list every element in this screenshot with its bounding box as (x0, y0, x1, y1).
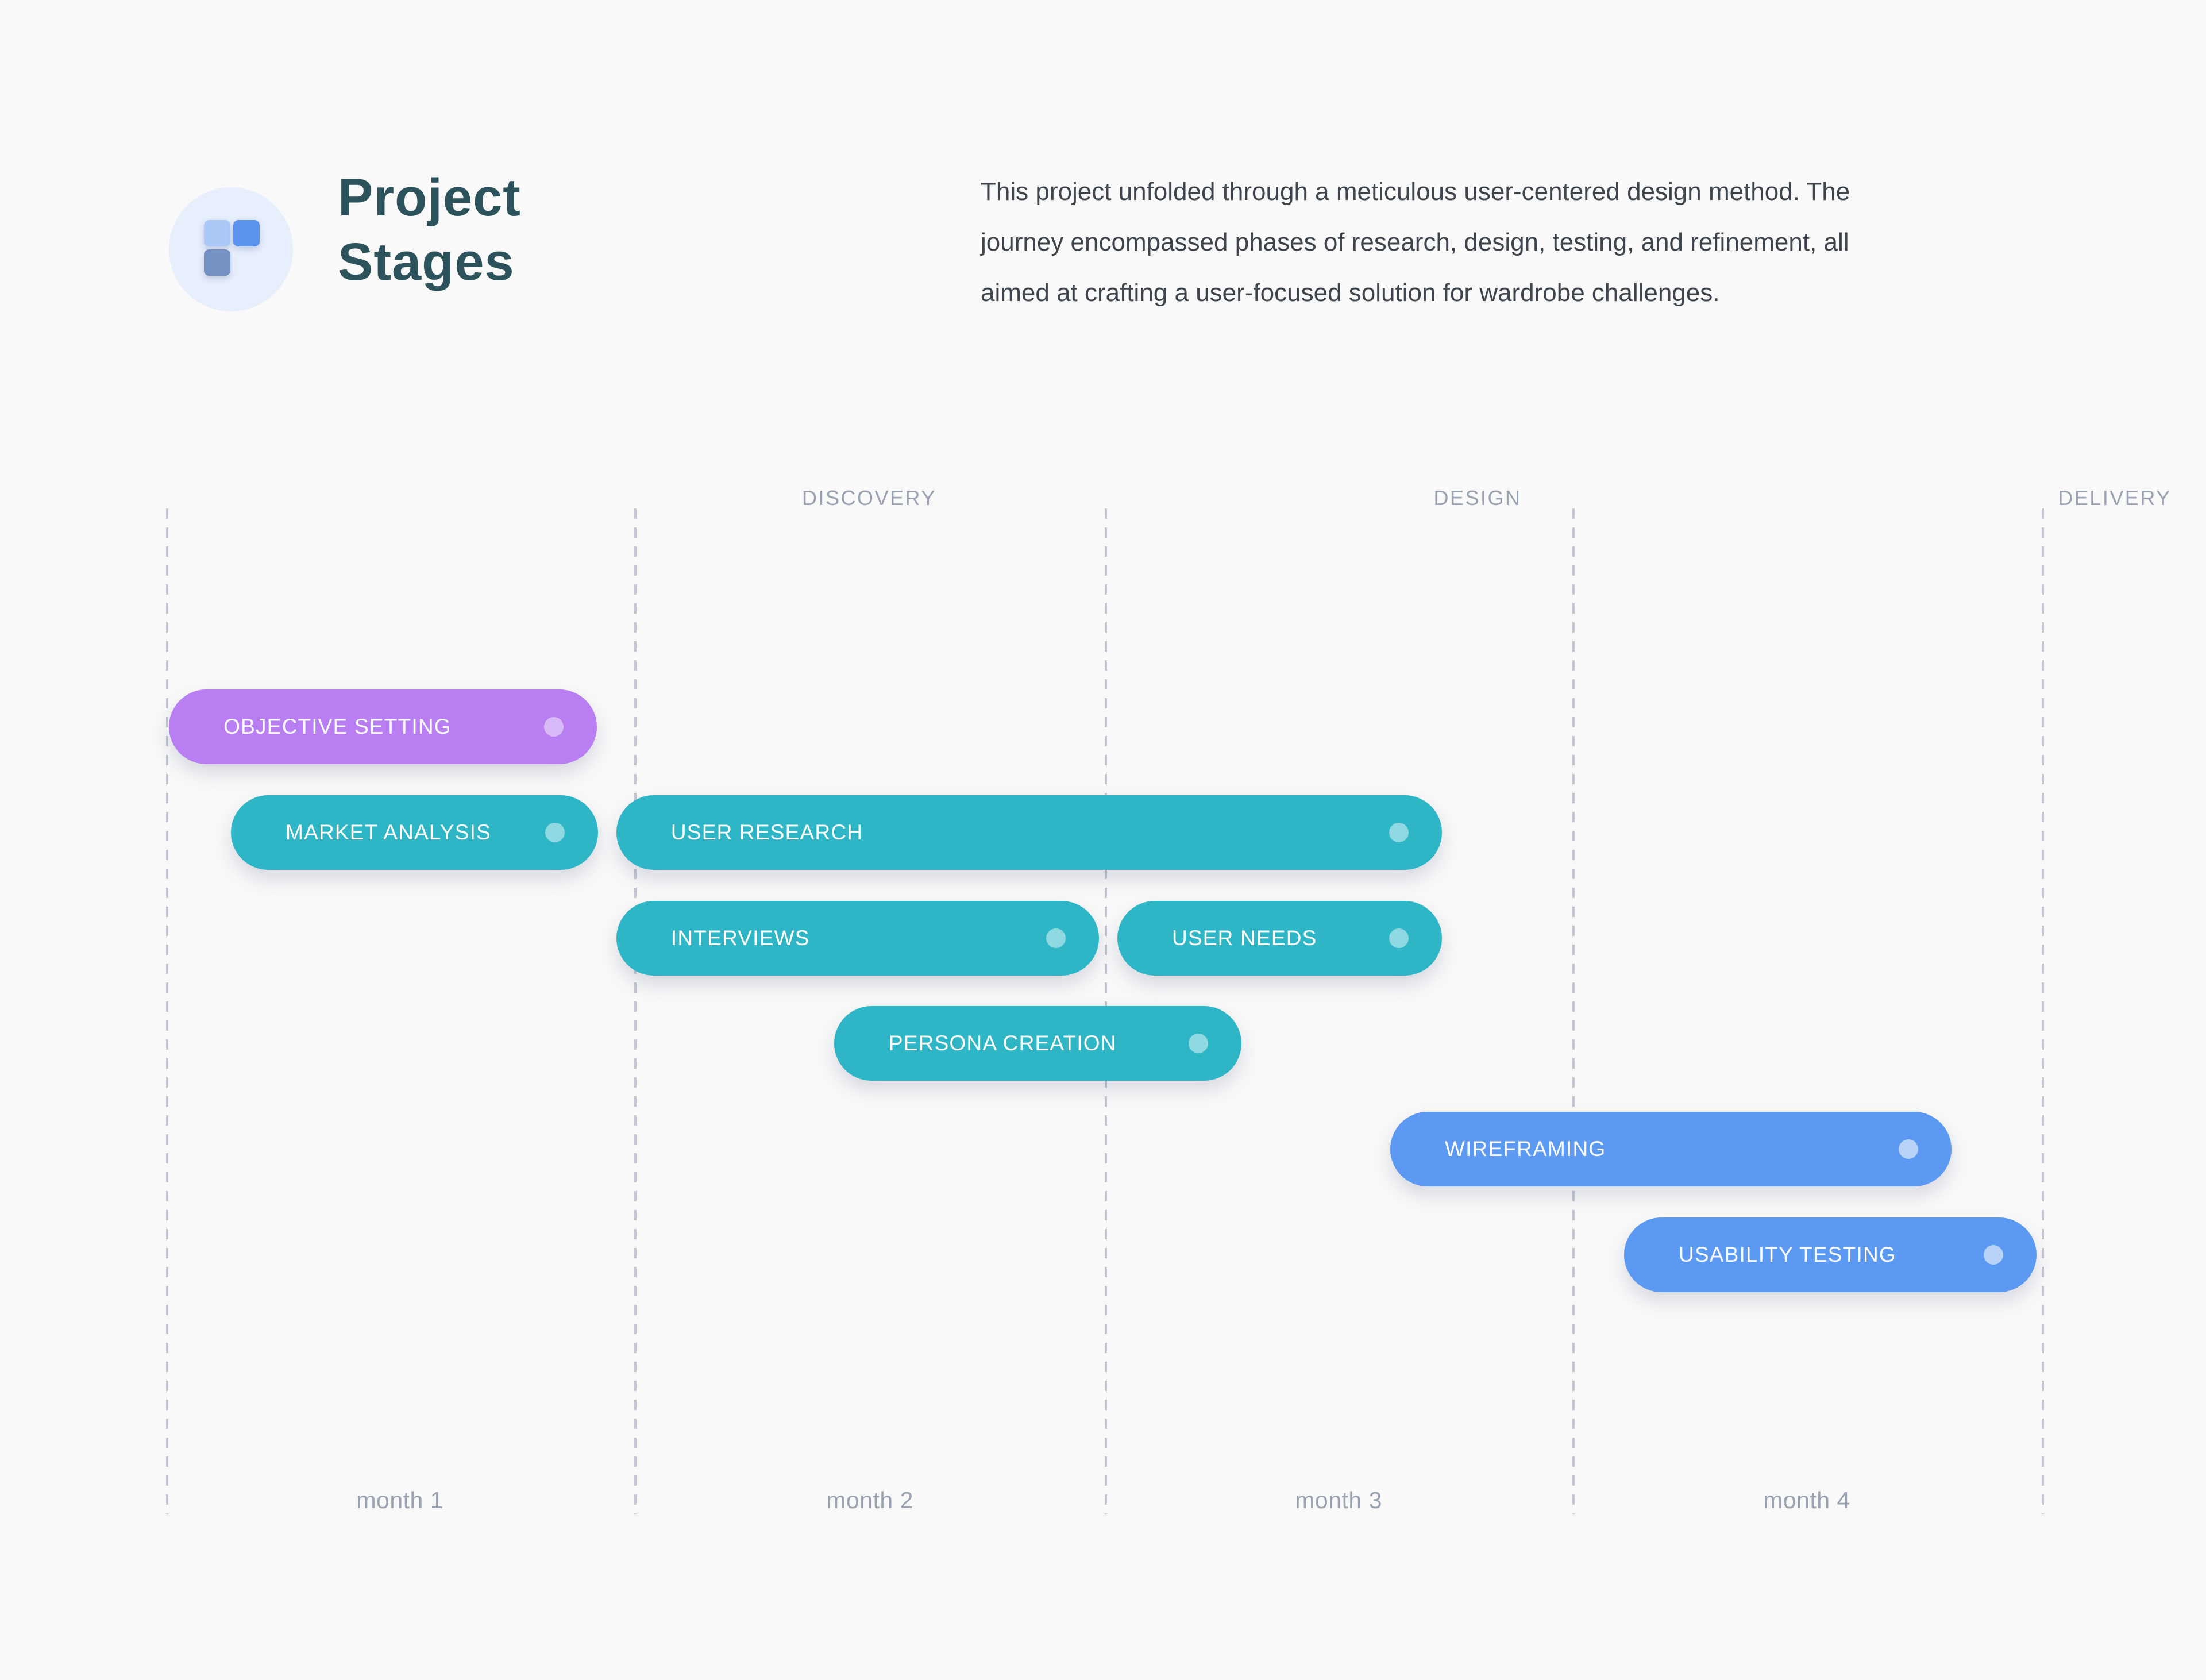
description-line: aimed at crafting a user-focused solutio… (981, 279, 1720, 307)
task-bar-user-needs: USER NEEDS (1117, 901, 1442, 976)
grid-blocks-icon (204, 249, 230, 276)
bar-endpoint-dot (1046, 928, 1066, 948)
task-bar-label: INTERVIEWS (670, 926, 810, 950)
task-bar-user-research: USER RESEARCH (616, 795, 1442, 870)
month-gridline (2041, 508, 2044, 1514)
page-title-line-1: Project (338, 168, 521, 227)
bar-endpoint-dot (544, 717, 564, 737)
task-bar-label: PERSONA CREATION (888, 1031, 1117, 1055)
description-line: journey encompassed phases of research, … (981, 228, 1849, 256)
task-bar-objective-setting: OBJECTIVE SETTING (169, 689, 597, 764)
description-line: This project unfolded through a meticulo… (981, 178, 1850, 206)
task-bar-label: OBJECTIVE SETTING (223, 715, 452, 738)
task-bar-market-analysis: MARKET ANALYSIS (231, 795, 599, 870)
task-bar-interviews: INTERVIEWS (616, 901, 1100, 976)
month-label-4: month 4 (1763, 1487, 1850, 1513)
bar-endpoint-dot (1188, 1034, 1208, 1053)
month-gridline (1572, 508, 1575, 1514)
bar-endpoint-dot (1389, 823, 1409, 842)
grid-blocks-icon (233, 220, 260, 246)
page-title: Project Stages (338, 165, 521, 294)
page-title-line-2: Stages (338, 233, 515, 291)
month-label-2: month 2 (826, 1487, 913, 1513)
month-gridline (166, 508, 169, 1514)
month-gridline (634, 508, 637, 1514)
bar-endpoint-dot (1898, 1139, 1918, 1159)
grid-blocks-icon (204, 220, 230, 246)
bar-endpoint-dot (1389, 928, 1409, 948)
bar-endpoint-dot (545, 823, 565, 842)
task-bar-label: USER RESEARCH (670, 820, 863, 844)
task-bar-usability-testing: USABILITY TESTING (1624, 1217, 2037, 1292)
task-bar-label: USER NEEDS (1171, 926, 1317, 950)
logo-circle (169, 187, 293, 311)
task-bar-label: USABILITY TESTING (1679, 1243, 1896, 1266)
month-label-3: month 3 (1295, 1487, 1382, 1513)
project-description: This project unfolded through a meticulo… (981, 167, 2015, 318)
month-label-1: month 1 (356, 1487, 444, 1513)
phase-label-discovery: DISCOVERY (802, 486, 936, 510)
task-bar-persona-creation: PERSONA CREATION (834, 1006, 1241, 1081)
phase-label-delivery: DELIVERY (2058, 486, 2172, 510)
task-bar-label: MARKET ANALYSIS (286, 820, 492, 844)
bar-endpoint-dot (1984, 1245, 2004, 1265)
phase-label-design: DESIGN (1433, 486, 1522, 510)
task-bar-label: WIREFRAMING (1444, 1137, 1606, 1161)
task-bar-wireframing: WIREFRAMING (1390, 1112, 1952, 1186)
